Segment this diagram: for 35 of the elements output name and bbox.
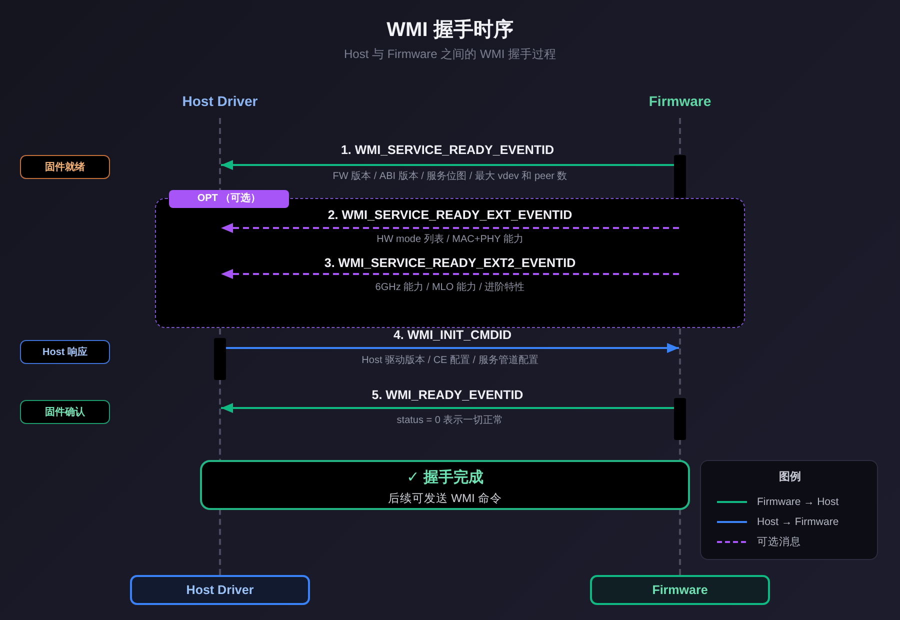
status-box [200,460,690,510]
message-label: 4. WMI_INIT_CMDID [393,328,512,342]
frame-tag: OPT （可选） [169,190,289,208]
message-arrow [221,403,674,413]
legend-title: 图例 [779,470,801,484]
participant-box: Firmware [590,575,770,605]
legend-label: 可选消息 [757,535,801,549]
activation-bar [674,398,686,440]
legend-label: Host → Firmware [757,515,839,529]
message-label: 1. WMI_SERVICE_READY_EVENTID [340,143,554,157]
phase-tag: 固件就绪 [20,155,110,179]
phase-tag: Host 响应 [20,340,110,364]
message-note: 6GHz 能力 / MLO 能力 / 进阶特性 [375,280,525,294]
message-note: status = 0 表示一切正常 [396,414,504,427]
message-label: 5. WMI_READY_EVENTID [372,388,524,402]
message-arrow [221,160,674,170]
message-note: FW 版本 / ABI 版本 / 服务位图 / 最大 vdev 和 peer 数 [332,170,568,183]
status-title: ✓ 握手完成 [406,468,484,487]
message-arrow [221,269,679,279]
message-note: HW mode 列表 / MAC+PHY 能力 [376,232,524,246]
activation-bar [674,155,686,198]
activation-bar [214,338,226,380]
diagram-title: WMI 握手时序 [386,18,514,43]
subtitle: Host 与 Firmware 之间的 WMI 握手过程 [344,46,556,63]
participant-label: Firmware [648,93,712,109]
participant-label: Host Driver [182,93,258,109]
message-label: 2. WMI_SERVICE_READY_EXT_EVENTID [328,208,572,222]
phase-tag: 固件确认 [20,400,110,424]
message-arrow [226,343,679,353]
message-note: Host 驱动版本 / CE 配置 / 服务管道配置 [362,354,538,367]
status-text: 后续可发送 WMI 命令 [388,492,502,506]
legend-label: Firmware → Host [757,495,839,509]
participant-box: Host Driver [130,575,310,605]
message-label: 3. WMI_SERVICE_READY_EXT2_EVENTID [324,256,576,270]
message-arrow [221,223,679,233]
